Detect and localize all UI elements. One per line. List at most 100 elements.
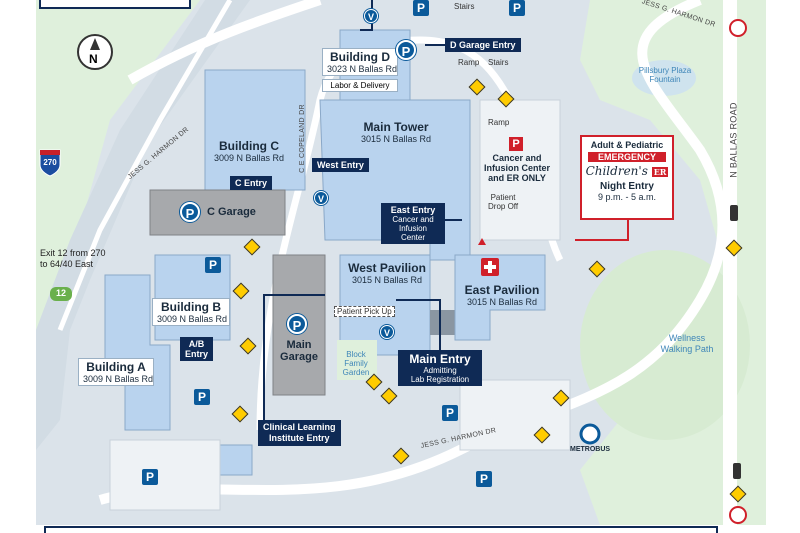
valet-icon-main: V: [380, 325, 394, 339]
clinical-line-2: Institute Entry: [269, 433, 330, 443]
patient-pickup-label: Patient Pick Up: [334, 306, 395, 317]
road-label-copeland: C E COPELAND DR: [298, 104, 306, 173]
ramp-label-1: Ramp: [458, 58, 480, 67]
ab-entry-line-1: A/B: [188, 339, 205, 349]
east-entry-label[interactable]: East Entry Cancer and Infusion Center: [381, 203, 445, 244]
parking-icon-1: P: [413, 0, 429, 16]
building-c-shape: [204, 69, 306, 191]
building-b-address: 3009 N Ballas Rd: [157, 314, 228, 324]
main-garage-line-1: Main: [286, 339, 312, 351]
d-garage-parking-icon: P: [396, 40, 416, 60]
lot-southwest: [109, 439, 221, 511]
garden-shape: [337, 340, 377, 380]
main-entry-label[interactable]: Main Entry Admitting Lab Registration: [398, 350, 482, 386]
c-garage-shape: [149, 189, 286, 236]
interstate-shield-band: [40, 150, 60, 155]
c-entry-label[interactable]: C Entry: [230, 176, 273, 190]
building-b-name: Building B: [161, 300, 221, 314]
building-d-name: Building D: [330, 50, 390, 64]
west-entry-label[interactable]: West Entry: [312, 158, 369, 172]
building-c-name: Building C: [219, 139, 279, 153]
small-building-shape: [219, 444, 253, 476]
exit-marker-shape: [50, 287, 72, 301]
fountain-line-1: Pillsbury Plaza: [638, 66, 692, 75]
d-garage-entry-label[interactable]: D Garage Entry: [445, 38, 521, 52]
no-turn-sign-2: [729, 506, 747, 524]
c-garage-parking-icon: P: [180, 202, 200, 222]
compass-arrow: [90, 38, 100, 50]
parking-icon-6: P: [142, 469, 158, 485]
exit-line-2: to 64/40 East: [40, 259, 94, 269]
garden-line-1: Block: [346, 350, 366, 359]
parking-icon-4: P: [194, 389, 210, 405]
ab-entry-label[interactable]: A/B Entry: [180, 337, 214, 361]
garden-line-2: Family: [344, 359, 368, 368]
er-arrow: [478, 238, 486, 245]
leader-emergency: [575, 215, 629, 241]
traffic-light-2: [733, 463, 741, 479]
parking-icon-2: P: [509, 0, 525, 16]
jess-harmon-drive: [98, 0, 728, 505]
exit-number: 12: [55, 288, 66, 298]
interstate-shield: [39, 149, 61, 177]
wellness-line-1: Wellness: [668, 333, 706, 343]
valet-icon-top: V: [364, 9, 378, 23]
dropoff-line-1: Patient: [490, 193, 516, 202]
metrobus-label: METROBUS: [570, 446, 611, 453]
building-a-label: Building A 3009 N Ballas Rd: [78, 358, 154, 386]
leader-clinical: [263, 294, 325, 420]
red-parking-box: [509, 137, 523, 151]
main-tower-address: 3015 N Ballas Rd: [360, 134, 432, 144]
no-turn-sign-1: [729, 19, 747, 37]
ab-entry-line-2: Entry: [185, 349, 209, 359]
night-entry-title: Night Entry: [600, 181, 654, 192]
red-parking-letter: P: [512, 138, 520, 150]
wellness-label: Wellness Walking Path: [652, 333, 722, 355]
childrens-text: Children's: [585, 164, 648, 178]
patient-dropoff-label: Patient Drop Off: [488, 193, 518, 211]
fountain-line-2: Fountain: [649, 75, 681, 84]
jess-harmon-drive-north: [127, 0, 322, 85]
compass-ring: [77, 34, 113, 70]
east-pavilion-shape: [454, 254, 546, 341]
garden-line-3: Garden: [342, 368, 370, 377]
main-garage-line-2: Garage: [280, 351, 318, 363]
east-entry-title: East Entry: [390, 205, 436, 215]
lot-south: [459, 379, 571, 451]
stairs-label-2: Stairs: [488, 58, 509, 67]
ramp-label-2: Ramp: [488, 118, 510, 127]
main-garage-parking-icon: P: [287, 314, 307, 334]
building-a-address: 3009 N Ballas Rd: [83, 374, 154, 384]
main-tower-name: Main Tower: [363, 120, 429, 134]
interstate-number: 270: [43, 158, 57, 167]
clinical-line-1: Clinical Learning: [263, 422, 336, 432]
clinical-entry-label[interactable]: Clinical Learning Institute Entry: [258, 420, 341, 446]
west-pavilion-name: West Pavilion: [348, 261, 426, 275]
legend-frame-top: [39, 0, 191, 9]
fountain-label: Pillsbury Plaza Fountain: [634, 66, 696, 84]
garden-label: Block Family Garden: [335, 350, 377, 377]
parking-icon-7: P: [476, 471, 492, 487]
valet-icon-c: V: [314, 191, 328, 205]
leader-main-entry: [396, 299, 441, 350]
building-b-label: Building B 3009 N Ballas Rd: [152, 298, 230, 326]
emergency-badge: EMERGENCY: [588, 152, 666, 162]
red-cross-h: [484, 265, 496, 269]
west-pavilion-label: West Pavilion 3015 N Ballas Rd: [345, 261, 429, 285]
compass-letter: N: [89, 52, 98, 66]
exit-line-1: Exit 12 from 270: [40, 248, 106, 258]
metrobus-icon: [579, 423, 601, 445]
east-entry-sub: Cancer and Infusion Center: [392, 215, 434, 242]
main-entry-title: Main Entry: [409, 352, 471, 366]
interstate-corridor: [36, 0, 250, 450]
cancer-line-3: and ER ONLY: [488, 173, 546, 183]
emergency-title: Adult & Pediatric: [590, 140, 664, 150]
parking-icon-5: P: [442, 405, 458, 421]
c-garage-label: C Garage: [207, 206, 256, 218]
building-d-note: Labor & Delivery: [322, 79, 398, 92]
building-a-name: Building A: [86, 360, 146, 374]
dropoff-line-2: Drop Off: [488, 202, 519, 211]
wellness-line-2: Walking Path: [660, 344, 714, 354]
building-d-label: Building D 3023 N Ballas Rd: [322, 48, 398, 76]
